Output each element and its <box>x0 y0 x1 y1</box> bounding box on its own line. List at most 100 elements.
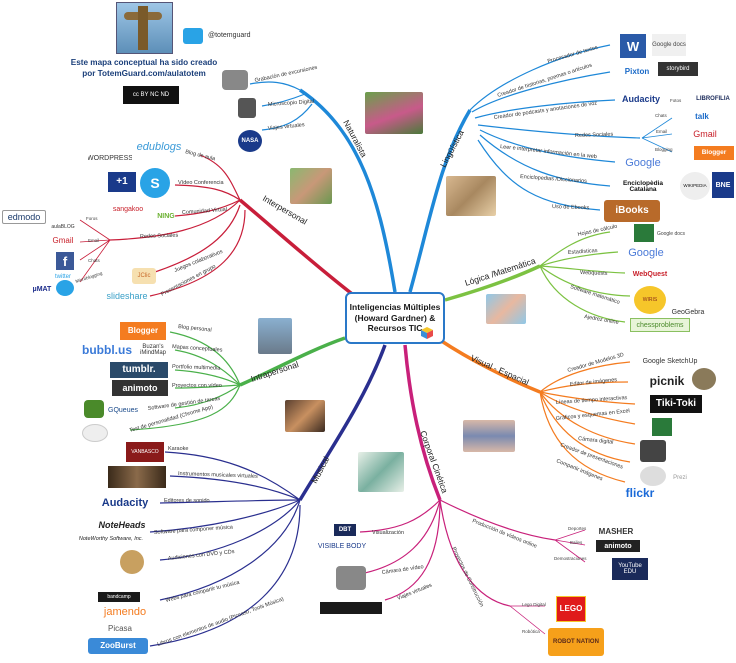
leaf-linguistica-1: Procesador de textos <box>547 45 599 65</box>
twitter-handle[interactable]: @totemguard <box>208 32 251 39</box>
branch-line-linguistica <box>408 109 472 293</box>
leaf-interpersonal-6: Presentaciones en grupo <box>160 264 217 298</box>
microscope-icon <box>238 98 256 118</box>
leaf-corporal-2: Cámara de vídeo <box>381 564 424 576</box>
video-camera-icon <box>222 70 248 90</box>
twitter-bird-icon <box>183 28 203 44</box>
noteheads-logo: NoteHeads <box>98 519 146 530</box>
sub-corporal-lego-digital: Lego Digital <box>522 602 546 607</box>
webquest-logo: WebQuest <box>632 270 668 278</box>
evernote-icon <box>84 400 104 418</box>
skype-logo: S <box>140 168 170 198</box>
leaf-linguistica-6: Enciclopedias /Diccionarios <box>520 174 587 185</box>
enciclopedia-logo: Enciclopèdia Catalana <box>622 179 664 193</box>
visible-body-logo: VISIBLE BODY <box>317 542 367 550</box>
photo-letters <box>446 176 496 216</box>
totem-pole <box>138 6 148 50</box>
sub-interpersonal-foros: Foros <box>86 216 98 221</box>
photo-violin <box>285 400 325 432</box>
google-stats-logo: Google <box>628 246 664 259</box>
branch-line-interpersonal <box>238 198 362 302</box>
leaf-musical-5: Audiciones con DVD y CDs <box>168 549 235 562</box>
audacity-logo: Audacity <box>621 93 660 104</box>
photo-thinker <box>258 318 292 354</box>
edublogs-logo: edublogs <box>136 140 182 153</box>
personality-test-icon <box>82 424 108 442</box>
header: @totemguard Este mapa conceptual ha sido… <box>26 0 251 110</box>
gimp-icon <box>692 368 716 390</box>
wikipedia-logo: WIKIPEDIA <box>680 172 710 200</box>
aulablog-logo: aulaBLOG <box>51 224 75 230</box>
leaf-intrapersonal-3: Portfolio multimedia <box>172 364 221 372</box>
leaf-intrapersonal-4: Proyectos con vídeo <box>172 383 222 389</box>
photo-eyes <box>463 420 515 452</box>
gtalk-logo: talk <box>695 112 709 121</box>
leaf-interpersonal-1: Blog de aula <box>185 149 217 162</box>
vanbasco-logo: VANBASCO <box>126 442 164 462</box>
credit-text: Este mapa conceptual ha sido creado por … <box>70 58 218 78</box>
picasa-logo: Picasa <box>107 624 132 633</box>
pixton-logo: Pixton <box>624 67 650 76</box>
tumblr-logo: tumblr. <box>110 362 168 378</box>
twitter-logo: twitter <box>54 274 71 280</box>
wordpress-logo: WORDPRESS <box>88 155 132 162</box>
google-docs-logo: Google docs <box>652 34 686 56</box>
leaf-logica-3: Webquests <box>580 270 608 277</box>
sub-interpersonal-microblogging: Microblogging <box>75 270 104 284</box>
sub-corporal-robotica: Robótica <box>522 629 540 634</box>
license-badge: cc BY NC ND <box>123 86 179 104</box>
video-camera-corporal-icon <box>336 566 366 590</box>
leaf-corporal-3: Viajes virtuales <box>397 582 434 601</box>
leaf-naturalista-1: Grabación de excursiones <box>254 65 318 84</box>
leaf-interpersonal-4: Redes Sociales <box>140 233 179 240</box>
zooburst-logo: ZooBurst <box>88 638 148 654</box>
sub-corporal-bailes: Bailes <box>570 540 583 545</box>
central-node[interactable]: Inteligencias Múltiples (Howard Gardner)… <box>345 292 445 344</box>
jclic-logo: JClic <box>132 268 156 284</box>
librofilia-logo: LIBROFILIA <box>696 96 730 102</box>
leaf-logica-5: Ajedrez online <box>584 314 619 326</box>
leaf-intrapersonal-2: Mapas conceptuales <box>172 344 223 354</box>
cd-dvd-icon <box>120 550 144 574</box>
sub-interpersonal-email: Email <box>88 238 99 243</box>
branch-line-naturalista <box>299 88 397 293</box>
nasa-logo: NASA <box>238 130 262 152</box>
sketchup-logo: Google SketchUp <box>642 357 698 365</box>
sub-corporal-demostraciones: Demostraciones <box>554 556 587 561</box>
sangakoo-logo: sangakoo <box>112 205 144 213</box>
masher-logo: MASHER <box>598 527 634 536</box>
branch-line-corporal <box>403 344 442 501</box>
facebook-logo: f <box>56 252 74 270</box>
audacity-left-logo: Audacity <box>101 496 149 509</box>
gmail-left-logo: Gmail <box>52 236 74 245</box>
branch-line-musical <box>298 344 387 501</box>
word-logo: W <box>620 34 646 58</box>
flickr-logo: flickr <box>625 486 655 500</box>
branch-label-visual: Visual - Espacial <box>469 353 530 388</box>
bne-logo: BNE <box>712 172 734 198</box>
leaf-naturalista-3: Viajes virtuales <box>268 122 306 132</box>
branch-label-linguistica: Lingüística <box>438 128 466 169</box>
animoto-left-logo: animoto <box>112 380 168 396</box>
twitter-bird-small-icon <box>56 280 74 296</box>
cube-icon <box>421 327 433 339</box>
geogebra-logo: GeoGebra <box>671 309 705 316</box>
robot-nation-logo: ROBOT NATION <box>548 628 604 656</box>
leaf-linguistica-7: Uso de Ebooks <box>552 204 590 211</box>
leaf-corporal-1: Visualización <box>372 530 404 536</box>
leaf-linguistica-4: Redes Sociales <box>575 132 614 139</box>
animoto-right-logo: animoto <box>596 540 640 552</box>
google-logo: Google <box>625 156 661 169</box>
google-docs-sheet-logo: Google docs <box>656 230 686 237</box>
leaf-visual-4: Gráficos y esquemas en Excel <box>556 408 631 422</box>
sub-linguistica-blogging: Blogging <box>655 147 673 152</box>
prezi-logo: Prezi <box>673 475 687 481</box>
leaf-linguistica-5: Leer e interpretar información en la web <box>500 144 597 160</box>
sub-linguistica-email: Email <box>656 129 667 134</box>
leaf-intrapersonal-1: Blog personal <box>178 324 212 333</box>
blogger-left-logo: Blogger <box>120 322 166 340</box>
leaf-musical-1: Karaoke <box>168 446 189 452</box>
virtual-travel-banner <box>320 602 382 614</box>
prezi-icon <box>640 466 666 486</box>
imindmap-logo: Buzan's iMindMap <box>139 344 166 356</box>
